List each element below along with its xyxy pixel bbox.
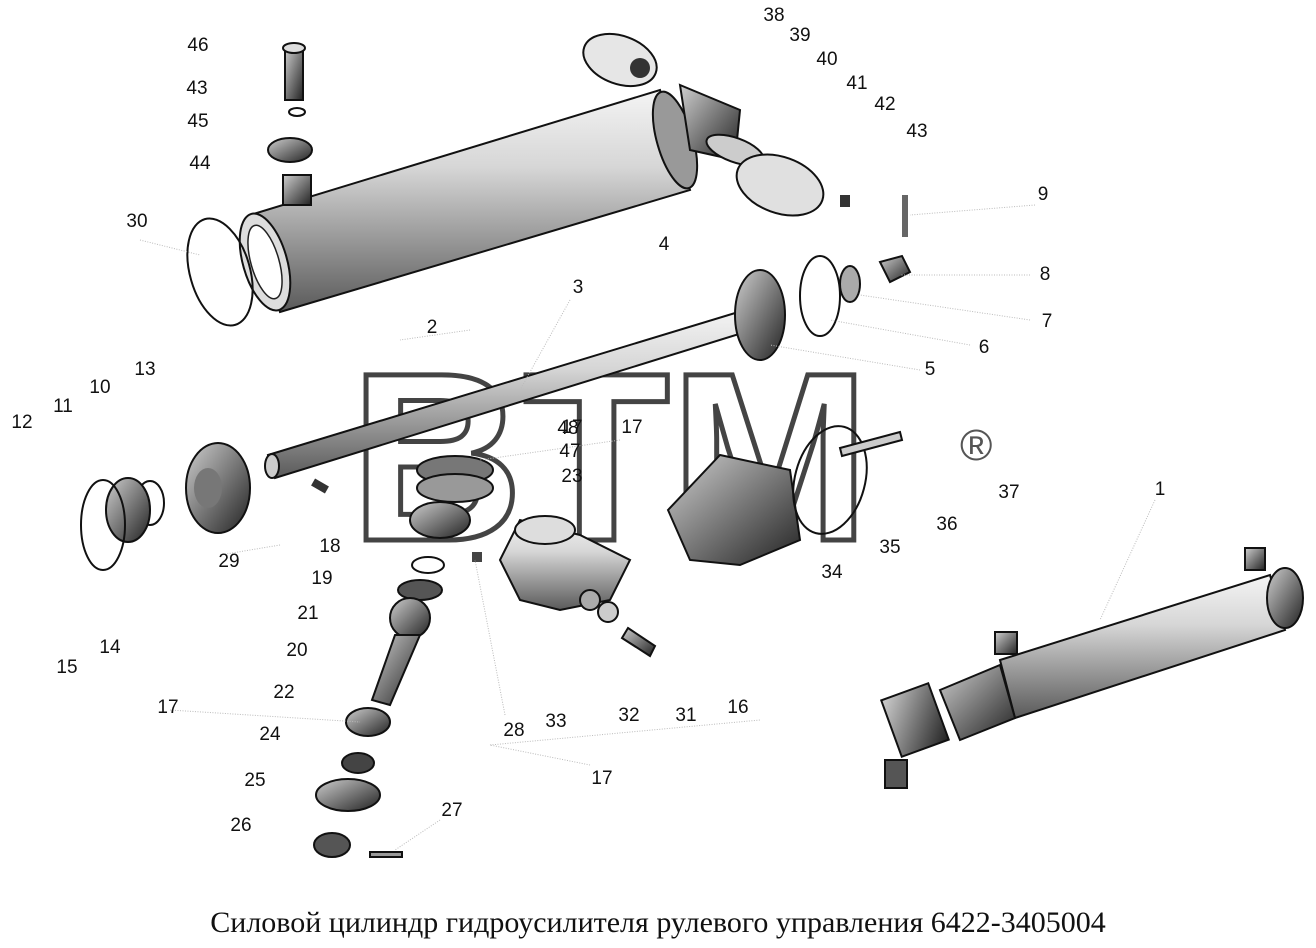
callout-32: 32 [618, 705, 639, 726]
callout-labels: 1234567891011121314151617171717181920212… [11, 5, 1165, 836]
callout-15: 15 [56, 657, 77, 678]
callout-17: 17 [561, 417, 582, 438]
callout-4: 4 [659, 234, 670, 255]
callout-3: 3 [573, 277, 584, 298]
o-ring-30 [186, 217, 254, 327]
callout-48: 48 [557, 418, 578, 439]
callout-14: 14 [99, 637, 121, 658]
ball-joint-assembly [311, 455, 494, 858]
callout-19: 19 [311, 568, 332, 589]
callout-46: 46 [187, 35, 208, 56]
callout-40: 40 [816, 49, 837, 70]
assembled-cylinder [879, 547, 1304, 789]
callout-8: 8 [1040, 264, 1051, 285]
registered-mark: ® [960, 421, 992, 470]
ball-housing [498, 515, 657, 658]
callout-42: 42 [874, 94, 895, 115]
callout-2: 2 [427, 317, 438, 338]
diagram-caption: Силовой цилиндр гидроусилителя рулевого … [210, 906, 1106, 939]
callout-17: 17 [621, 417, 642, 438]
callout-22: 22 [273, 682, 294, 703]
callout-12: 12 [11, 412, 32, 433]
callout-5: 5 [925, 359, 936, 380]
callout-25: 25 [244, 770, 265, 791]
callout-28: 28 [503, 720, 524, 741]
callout-11: 11 [53, 396, 73, 417]
end-cap-assembly [582, 32, 908, 237]
callout-38: 38 [763, 5, 784, 26]
gland-assembly [80, 442, 251, 571]
callout-45: 45 [187, 111, 208, 132]
callout-43: 43 [186, 78, 207, 99]
callout-39: 39 [789, 25, 810, 46]
callout-29: 29 [218, 551, 239, 572]
callout-16: 16 [727, 697, 748, 718]
callout-30: 30 [126, 211, 147, 232]
callout-35: 35 [879, 537, 900, 558]
leader-lines [139, 204, 1156, 851]
callout-43: 43 [906, 121, 927, 142]
piston-rod [264, 254, 912, 480]
callout-7: 7 [1042, 311, 1053, 332]
callout-6: 6 [979, 337, 990, 358]
callout-17: 17 [157, 697, 178, 718]
callout-21: 21 [297, 603, 318, 624]
cylinder-body [238, 88, 699, 314]
protective-boot [666, 425, 904, 567]
callout-27: 27 [441, 800, 462, 821]
callout-44: 44 [189, 153, 211, 174]
callout-17: 17 [591, 768, 612, 789]
callout-10: 10 [89, 377, 110, 398]
callout-13: 13 [134, 359, 155, 380]
callout-47: 47 [559, 441, 580, 462]
callout-34: 34 [821, 562, 843, 583]
callout-33: 33 [545, 711, 566, 732]
callout-9: 9 [1038, 184, 1049, 205]
callout-20: 20 [286, 640, 307, 661]
callout-26: 26 [230, 815, 251, 836]
callout-31: 31 [675, 705, 696, 726]
callout-1: 1 [1155, 479, 1166, 500]
callout-18: 18 [319, 536, 340, 557]
fitting-assembly [267, 42, 313, 206]
callout-41: 41 [846, 73, 867, 94]
callout-37: 37 [998, 482, 1019, 503]
callout-24: 24 [259, 724, 281, 745]
callout-36: 36 [936, 514, 957, 535]
callout-23: 23 [561, 466, 582, 487]
